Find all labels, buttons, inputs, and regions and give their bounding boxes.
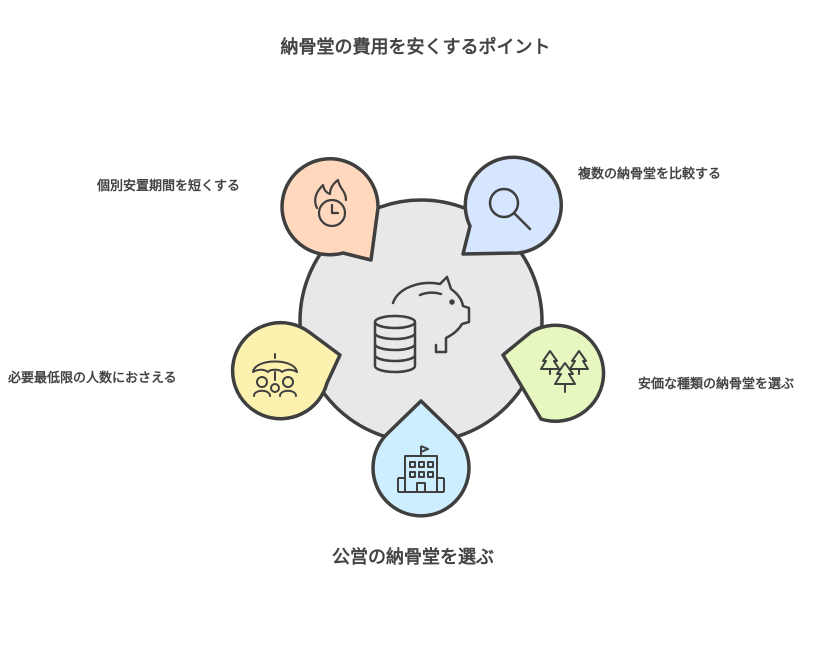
label-public: 公営の納骨堂を選ぶ <box>332 547 494 568</box>
petal-cheap-type[interactable] <box>501 323 606 423</box>
burning-clock-icon <box>314 178 348 228</box>
label-minimal-people: 必要最低限の人数におさえる <box>8 371 177 386</box>
petal-compare[interactable] <box>461 155 563 256</box>
umbrella-people-icon <box>252 353 298 397</box>
label-cheap-type: 安価な種類の納骨堂を選ぶ <box>638 377 795 392</box>
page-title: 納骨堂の費用を安くするポイント <box>280 37 551 58</box>
label-compare: 複数の納骨堂を比較する <box>578 167 722 182</box>
building-icon <box>397 445 445 493</box>
coin-stack-icon <box>373 314 417 374</box>
petal-public[interactable] <box>371 399 471 518</box>
magnifier-icon <box>488 187 532 231</box>
piggy-bank-icon <box>391 275 471 354</box>
petal-minimal-people[interactable] <box>230 320 342 421</box>
label-shorten-period: 個別安置期間を短くする <box>97 179 241 194</box>
trees-icon <box>540 350 589 393</box>
center-hub <box>298 198 544 444</box>
petal-shorten-period[interactable] <box>280 157 380 262</box>
